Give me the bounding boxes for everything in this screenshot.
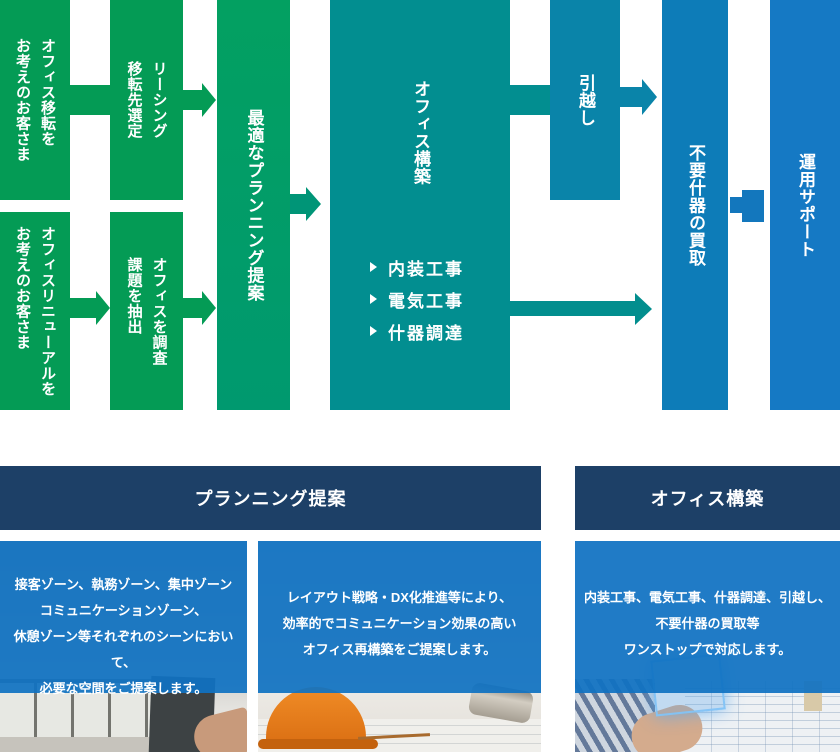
card-description: レイアウト戦略・DX化推進等により、 効率的でコミュニケーション効果の高い オフ… [282, 590, 517, 657]
card-one-stop-service: 内装工事、電気工事、什器調達、引越し、 不要什器の買取等 ワンストップで対応しま… [575, 541, 840, 752]
flow-box-planning-proposal: 最適なプランニング提案 [217, 0, 290, 410]
build-item-label: 電気工事 [388, 291, 464, 311]
build-item-label: 什器調達 [388, 323, 464, 343]
triangle-bullet-icon [370, 262, 377, 272]
flow-box-moving: 引越し [550, 0, 620, 200]
arrow-moving-to-buyback [620, 87, 642, 107]
blue-overlay [258, 541, 541, 693]
arrow-leasing-to-planning [183, 90, 202, 110]
flow-box-label: 不要什器の買取 [686, 143, 705, 267]
flow-box-operation-support: 運用サポート [770, 0, 840, 410]
arrowhead-icon [202, 291, 216, 325]
blue-overlay [0, 541, 247, 693]
card-layout-strategy: レイアウト戦略・DX化推進等により、 効率的でコミュニケーション効果の高い オフ… [258, 541, 541, 752]
build-item: 内装工事 [370, 251, 464, 283]
flow-box-customer-relocation: オフィス移転を お考えのお客さま [0, 0, 70, 200]
planning-cards-row: 接客ゾーン、執務ゾーン、集中ゾーン コミュニケーションゾーン、 休憩ゾーン等それ… [0, 541, 541, 752]
arrowhead-icon [202, 83, 216, 117]
arrowhead-icon [96, 291, 110, 325]
flow-box-furniture-buyback: 不要什器の買取 [662, 0, 728, 410]
triangle-bullet-icon [370, 294, 377, 304]
arrow-planning-to-build [290, 194, 306, 214]
card-description: 内装工事、電気工事、什器調達、引越し、 不要什器の買取等 ワンストップで対応しま… [583, 590, 831, 657]
flow-box-office-survey: オフィスを調査 課題を抽出 [110, 212, 183, 410]
card-zoning-proposal: 接客ゾーン、執務ゾーン、集中ゾーン コミュニケーションゾーン、 休憩ゾーン等それ… [0, 541, 247, 752]
office-build-cards-row: 内装工事、電気工事、什器調達、引越し、 不要什器の買取等 ワンストップで対応しま… [575, 541, 840, 752]
connector-customer-to-leasing [70, 85, 110, 115]
flow-box-label: オフィスを調査 課題を抽出 [125, 256, 168, 366]
flow-box-label: 最適なプランニング提案 [244, 108, 264, 302]
section-header-office-build: オフィス構築 [575, 466, 840, 530]
arrow-survey-to-planning [183, 298, 202, 318]
arrow-customer-to-survey [70, 298, 96, 318]
build-item-list: 内装工事 電気工事 什器調達 [330, 251, 464, 347]
build-item-label: 内装工事 [388, 259, 464, 279]
section-title: プランニング提案 [194, 489, 347, 509]
flow-box-office-build: オフィス構築 内装工事 電気工事 什器調達 [330, 0, 510, 410]
section-office-build: オフィス構築 内装工事、電気工事、什器調達、引越し、 不要什器の買取等 ワンスト… [575, 466, 840, 752]
build-item: 什器調達 [370, 315, 464, 347]
blue-overlay [575, 541, 840, 693]
arrow-build-to-buyback [510, 301, 635, 316]
flow-box-label: オフィス移転を お考えのお客さま [14, 38, 56, 162]
arrowhead-icon [642, 79, 657, 115]
flow-box-label: 運用サポート [796, 152, 815, 258]
flow-box-leasing: リーシング 移転先選定 [110, 0, 183, 200]
flow-box-label: オフィスリニューアルを お考えのお客さま [14, 225, 56, 397]
arrow-buyback-to-support [730, 197, 742, 213]
flow-box-label: オフィス構築 [411, 80, 430, 185]
triangle-bullet-icon [370, 326, 377, 336]
connector-build-to-moving [510, 85, 550, 115]
flow-box-label: リーシング 移転先選定 [125, 61, 168, 139]
section-header-planning: プランニング提案 [0, 466, 541, 530]
card-description: 接客ゾーン、執務ゾーン、集中ゾーン コミュニケーションゾーン、 休憩ゾーン等それ… [13, 577, 234, 696]
section-planning-proposal: プランニング提案 接客ゾーン、執務ゾーン、集中ゾーン コミュニケーションゾーン、… [0, 466, 541, 752]
arrowhead-icon [635, 293, 652, 325]
flow-box-label: 引越し [576, 73, 595, 127]
arrowhead-block-icon [742, 190, 764, 222]
section-title: オフィス構築 [650, 489, 765, 509]
flow-box-customer-renewal: オフィスリニューアルを お考えのお客さま [0, 212, 70, 410]
build-item: 電気工事 [370, 283, 464, 315]
arrowhead-icon [306, 187, 321, 221]
